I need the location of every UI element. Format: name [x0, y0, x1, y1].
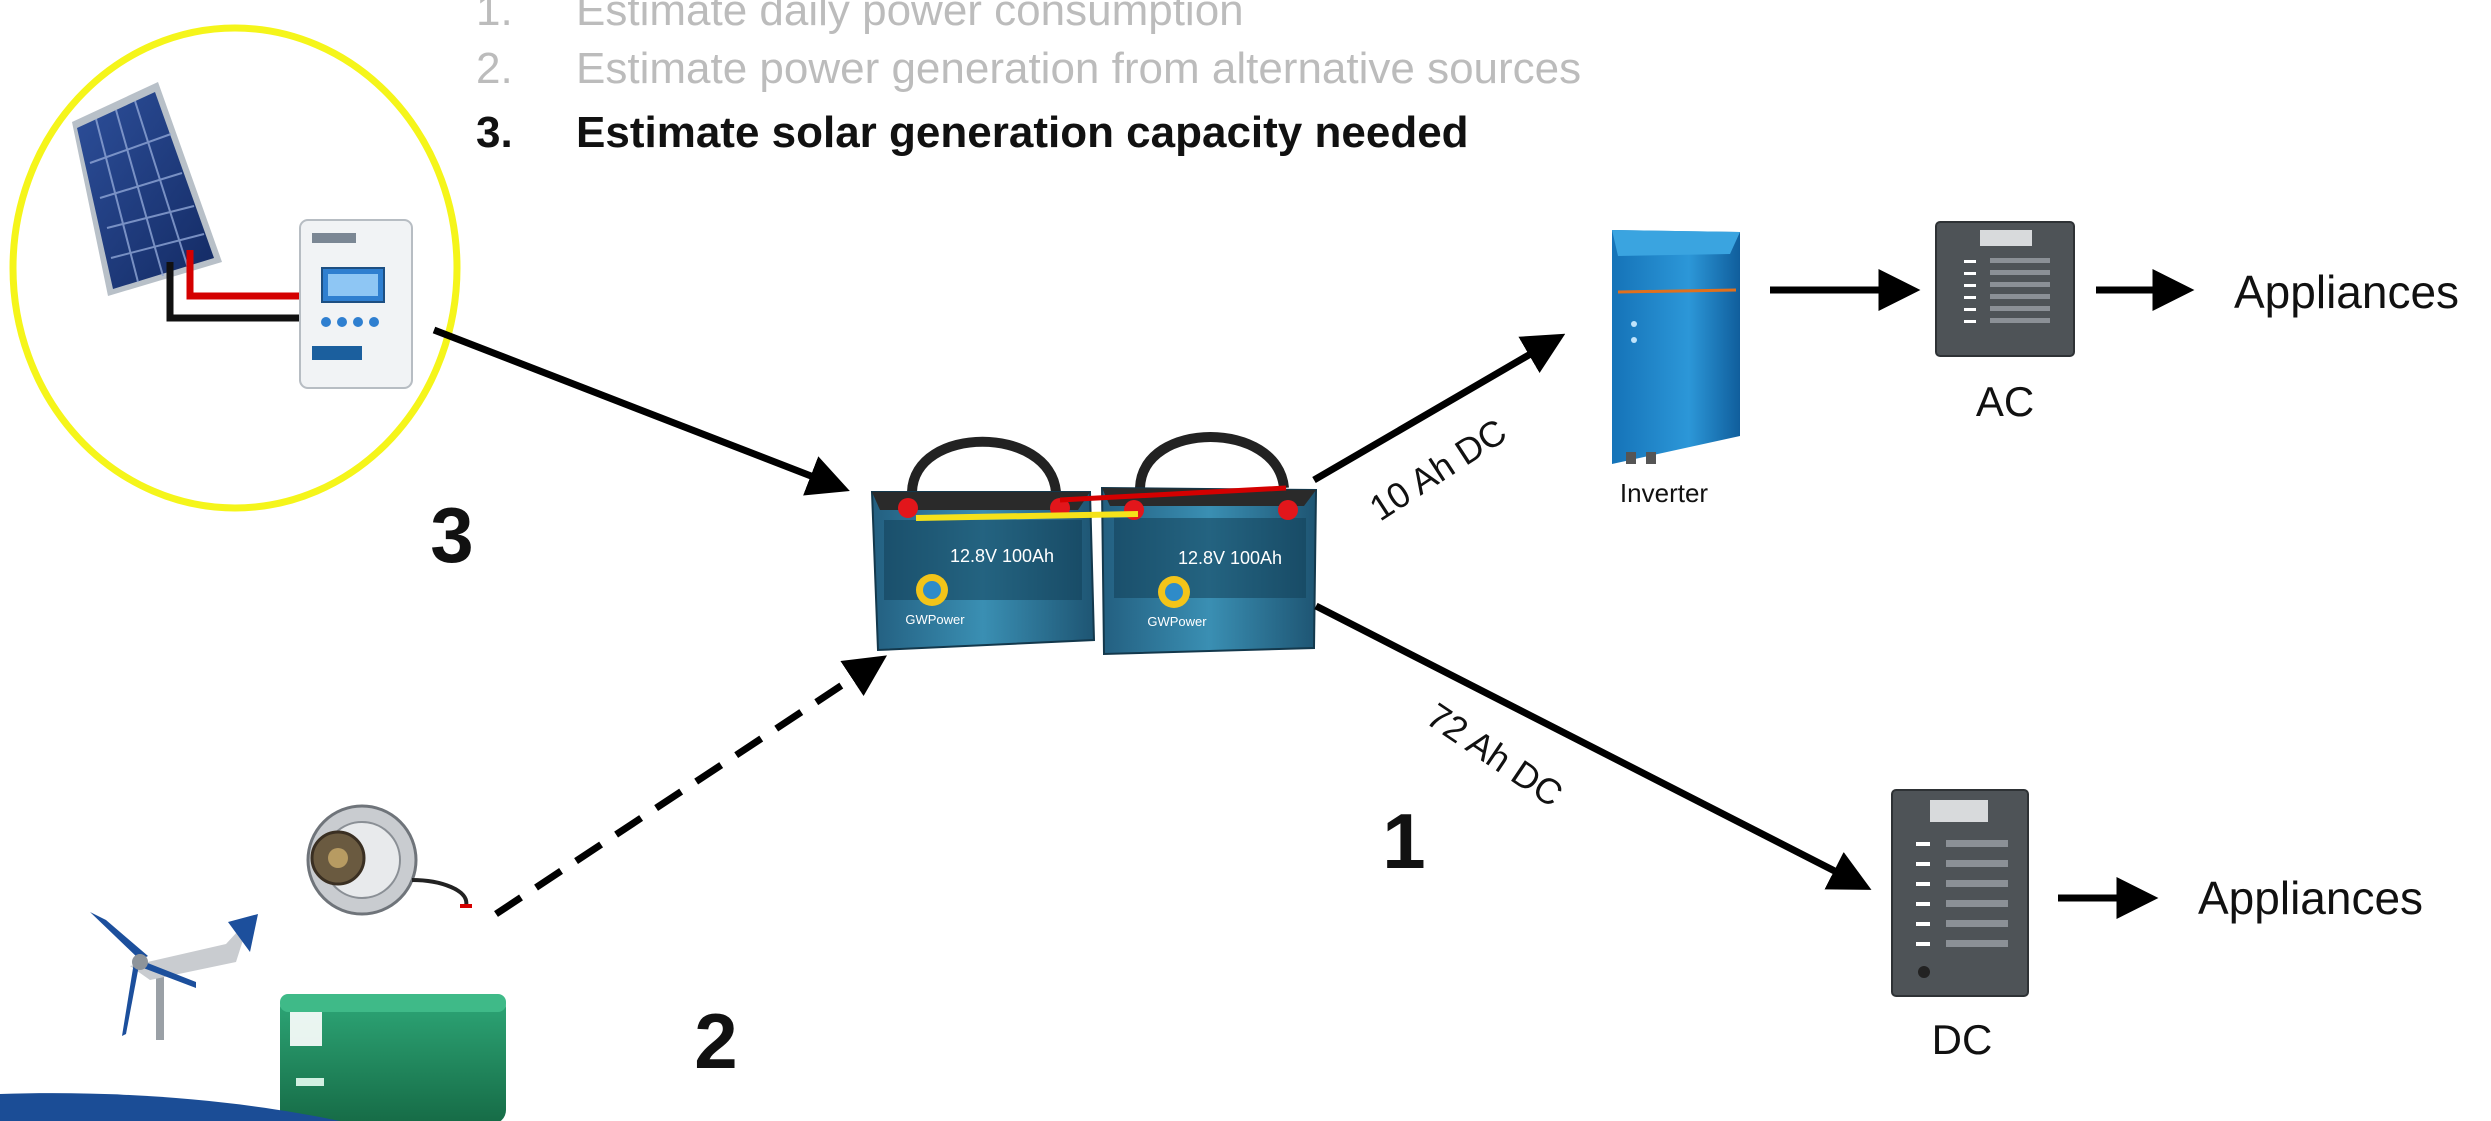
ac-label: AC — [1976, 378, 2034, 425]
step-3: 3. Estimate solar generation capacity nee… — [476, 108, 1469, 158]
step-1: 1. Estimate daily power consumption — [476, 0, 1244, 36]
ac-breaker-panel-icon — [1935, 221, 2075, 357]
arrow-generators-to-battery — [494, 655, 888, 917]
red-wire — [186, 250, 302, 300]
arrow-battery-to-inverter — [1312, 333, 1566, 484]
alternator-icon — [306, 804, 472, 916]
battery-icon-1 — [870, 436, 1096, 652]
highlight-circle — [9, 24, 461, 512]
battery-brand-2: GWPower — [1147, 614, 1207, 629]
step-3-number: 3. — [476, 108, 513, 157]
charge-controller-icon — [299, 219, 413, 389]
arrow-battery-to-dc-panel — [1314, 602, 1872, 890]
ac-flow-label: 10 Ah DC — [1362, 410, 1514, 528]
marker-3: 3 — [430, 491, 473, 579]
step-2-number: 2. — [476, 44, 513, 93]
arrow-solar-to-battery — [432, 326, 850, 496]
inverter-label: Inverter — [1620, 478, 1708, 508]
marker-2: 2 — [694, 997, 737, 1085]
marker-1: 1 — [1382, 797, 1425, 885]
slide-corner-accent — [0, 1093, 340, 1121]
step-1-number: 1. — [476, 0, 513, 35]
battery-icon-2 — [1100, 432, 1318, 656]
inverter-icon — [1612, 230, 1740, 464]
battery-label-1: 12.8V 100Ah — [950, 546, 1054, 566]
black-wire — [166, 262, 302, 322]
solar-panel-icon — [72, 82, 222, 318]
dc-label: DC — [1932, 1016, 1993, 1063]
dc-appliances-label: Appliances — [2198, 872, 2423, 924]
yellow-battery-link — [915, 511, 1139, 521]
dc-breaker-panel-icon — [1891, 789, 2029, 997]
red-battery-link — [1059, 485, 1287, 503]
dc-flow-label: 72 Ah DC — [1420, 695, 1571, 815]
wind-turbine-icon — [90, 912, 258, 1040]
ac-appliances-label: Appliances — [2234, 266, 2459, 318]
step-3-text: Estimate solar generation capacity neede… — [576, 108, 1469, 157]
battery-brand-1: GWPower — [905, 612, 965, 627]
battery-label-2: 12.8V 100Ah — [1178, 548, 1282, 568]
step-2-text: Estimate power generation from alternati… — [576, 44, 1582, 93]
generator-icon — [280, 994, 506, 1121]
step-2: 2. Estimate power generation from alterna… — [476, 44, 1581, 94]
step-1-text: Estimate daily power consumption — [576, 0, 1244, 35]
